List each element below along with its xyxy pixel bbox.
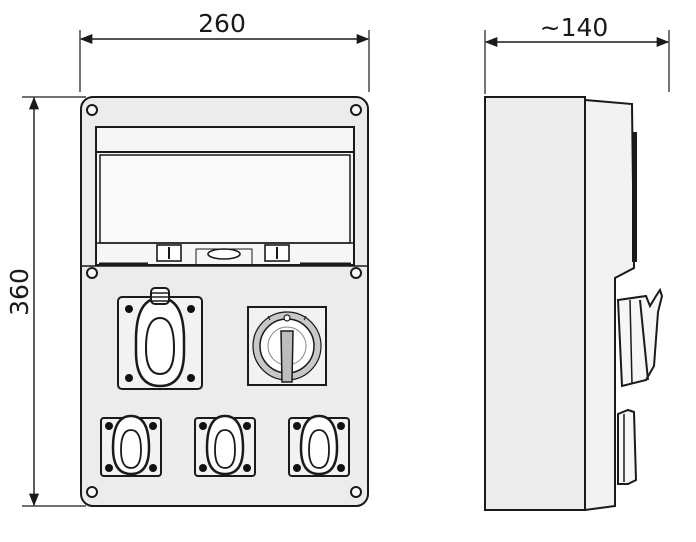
screw-icon [86, 104, 362, 498]
side-schuko-socket-icon [617, 408, 638, 485]
side-cee-socket-icon [616, 287, 664, 388]
cee-socket-large-icon [117, 287, 203, 390]
depth-label: ~140 [540, 13, 609, 42]
side-view [484, 96, 664, 512]
side-body [484, 96, 586, 511]
width-label: 260 [198, 9, 246, 38]
schuko-socket-icon [288, 414, 350, 477]
front-view [80, 96, 369, 507]
side-cover [584, 98, 636, 512]
height-dimension: 360 [5, 96, 86, 507]
schuko-socket-icon [194, 414, 256, 477]
rotary-switch-icon [247, 306, 327, 386]
width-dimension: 260 [79, 9, 370, 92]
lock-slot-icon [207, 248, 241, 260]
height-label: 360 [5, 268, 34, 316]
breaker-window [95, 126, 355, 267]
depth-dimension: ~140 [484, 13, 670, 94]
schuko-socket-icon [100, 414, 162, 477]
